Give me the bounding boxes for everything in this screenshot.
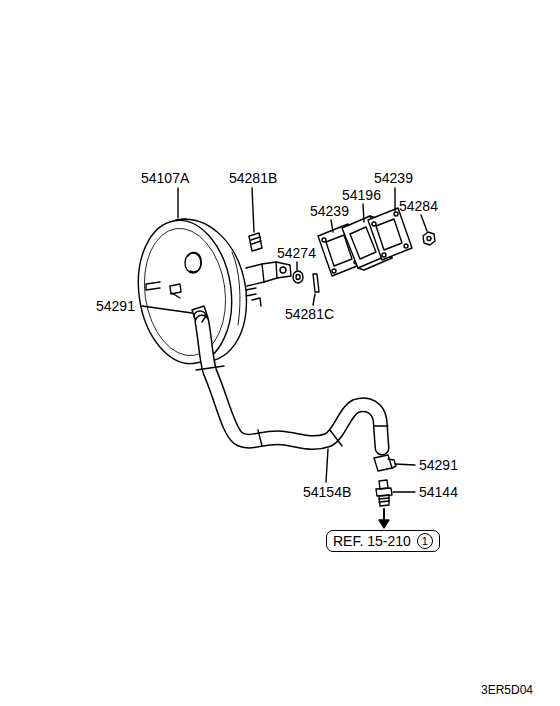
callout-number: 54281B — [228, 170, 278, 186]
callout-number: 54154B — [302, 484, 352, 500]
callout-number: 54239 — [373, 170, 414, 186]
callout-number: 54291 — [418, 457, 459, 473]
drawing-code: 3ER5D04 — [480, 682, 534, 698]
reference-text: REF. 15-210 — [333, 533, 411, 549]
callout-number: 54239 — [309, 203, 350, 219]
callout-number: 54291 — [95, 298, 136, 314]
callout-number: 54107A — [140, 170, 190, 186]
callout-number: 54144 — [418, 484, 459, 500]
callout-number: 54284 — [398, 198, 439, 214]
circled-number: 1 — [417, 533, 433, 549]
callout-number: 54281C — [284, 306, 335, 322]
callout-number: 54274 — [276, 245, 317, 261]
reference-box: REF. 15-210 1 — [326, 530, 440, 552]
callout-number: 54196 — [341, 187, 382, 203]
